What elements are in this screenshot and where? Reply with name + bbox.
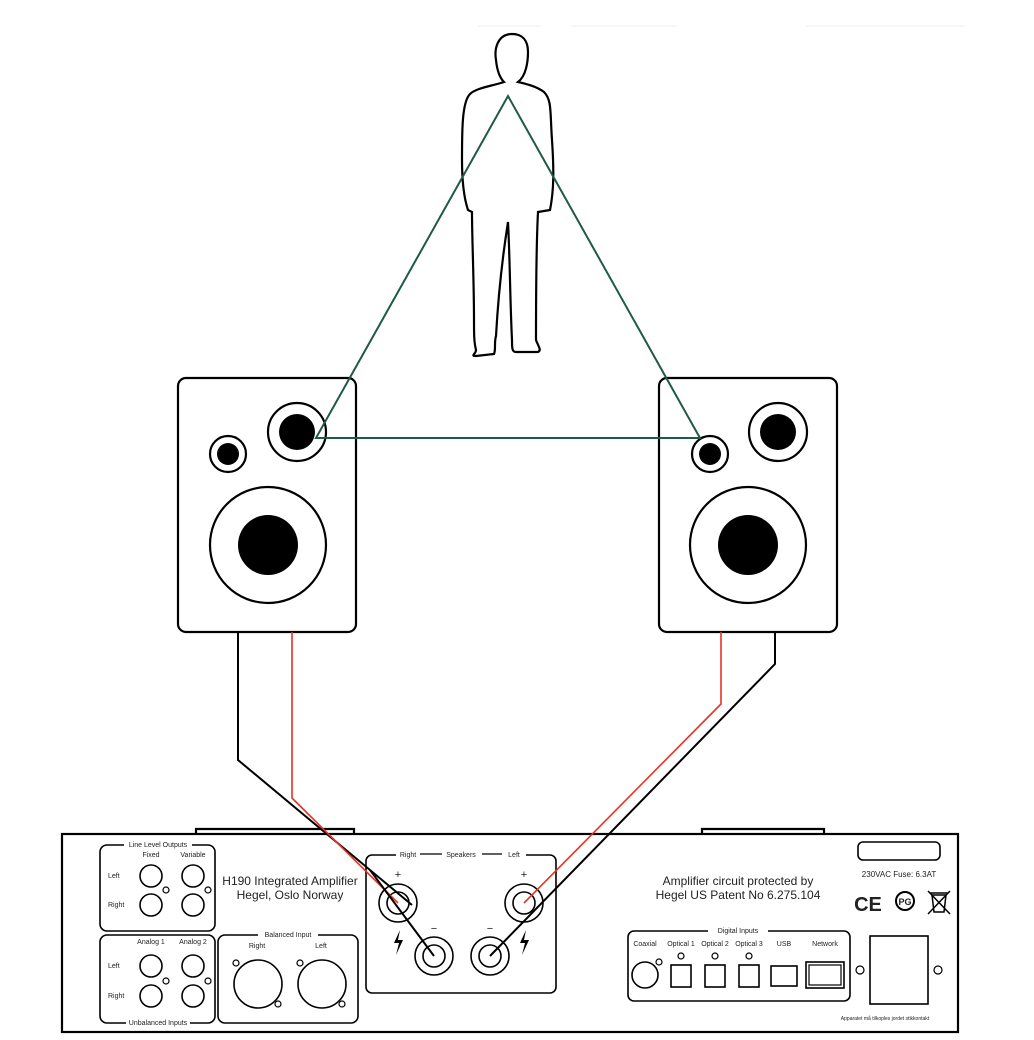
left-plus-sign: + (521, 869, 527, 881)
balanced-left-label: Left (315, 943, 327, 950)
usb-port (770, 965, 798, 987)
optical1-label: Optical 1 (667, 941, 695, 948)
listening-triangle (314, 93, 702, 439)
speaker-cables (237, 632, 776, 957)
listener-figure (460, 32, 555, 358)
usb-label: USB (777, 941, 792, 948)
power-rating: 230VAC Fuse: 6.3AT (862, 870, 937, 879)
network-port (805, 961, 845, 989)
right-speaker-positive-cable (523, 632, 722, 904)
optical3-port (738, 964, 760, 988)
left-speaker (176, 376, 358, 634)
line-out-left-label: Left (108, 873, 120, 880)
right-high-voltage-icon (394, 930, 403, 955)
right-plus-sign: + (395, 869, 401, 881)
analog2-label: Analog 2 (179, 939, 207, 946)
unbalanced-inputs-panel (99, 934, 216, 1024)
analog1-right-rca-jack (139, 984, 163, 1008)
line-out-right-label: Right (108, 902, 124, 909)
analog1-left-rca-jack (139, 954, 163, 978)
grounding-warning: Apparatet må tilkoples jordet stikkontak… (841, 1015, 930, 1022)
digital-inputs-title: Digital Inputs (718, 928, 759, 935)
unbal-left-label: Left (108, 963, 120, 970)
right-speaker (657, 376, 839, 634)
left-speaker-negative-cable (237, 632, 413, 906)
unbalanced-inputs-title: Unbalanced Inputs (129, 1020, 188, 1027)
left-speaker-negative-cable-end (369, 869, 435, 957)
fixed-right-rca-jack (139, 893, 163, 917)
right-minus-sign: − (431, 923, 437, 935)
network-label: Network (812, 941, 838, 948)
optical1-port (670, 964, 692, 988)
left-minus-sign: − (487, 923, 493, 935)
fuse-holder (857, 841, 941, 861)
unbal-right-label: Right (108, 993, 124, 1000)
optical3-label: Optical 3 (735, 941, 763, 948)
coaxial-jack (631, 961, 659, 989)
speakers-title: Speakers (446, 852, 476, 859)
power-inlet (869, 935, 929, 1005)
optical2-port (704, 964, 726, 988)
analog2-right-rca-jack (181, 984, 205, 1008)
analog1-label: Analog 1 (137, 939, 165, 946)
ce-mark-icon: CE (854, 894, 882, 916)
variable-left-rca-jack (181, 864, 205, 888)
patent-line-2: Hegel US Patent No 6.275.104 (656, 888, 821, 902)
manufacturer-location: Hegel, Oslo Norway (237, 888, 344, 902)
balanced-right-label: Right (249, 943, 265, 950)
coaxial-label: Coaxial (633, 941, 657, 948)
amplifier-rear-panel: Line Level Outputs Fixed Variable Left R… (60, 827, 960, 1034)
balanced-right-xlr-jack (233, 959, 283, 1009)
fixed-left-rca-jack (139, 864, 163, 888)
variable-right-rca-jack (181, 893, 205, 917)
fixed-label: Fixed (142, 852, 159, 859)
line-level-outputs-title: Line Level Outputs (129, 842, 188, 849)
model-name: H190 Integrated Amplifier (222, 874, 357, 888)
balanced-left-xlr-jack (297, 959, 347, 1009)
right-speaker-negative-cable (489, 632, 776, 957)
speakers-left-label: Left (508, 852, 520, 859)
weee-bin-icon (927, 890, 951, 915)
balanced-input-title: Balanced Input (265, 932, 312, 939)
analog2-left-rca-jack (181, 954, 205, 978)
left-high-voltage-icon (520, 930, 529, 955)
speakers-right-label: Right (400, 852, 416, 859)
optical2-label: Optical 2 (701, 941, 729, 948)
variable-label: Variable (180, 852, 205, 859)
pct-mark-icon: PG (895, 891, 915, 911)
svg-text:PG: PG (898, 897, 911, 907)
patent-line-1: Amplifier circuit protected by (663, 874, 814, 888)
left-speaker-positive-cable (291, 632, 399, 904)
